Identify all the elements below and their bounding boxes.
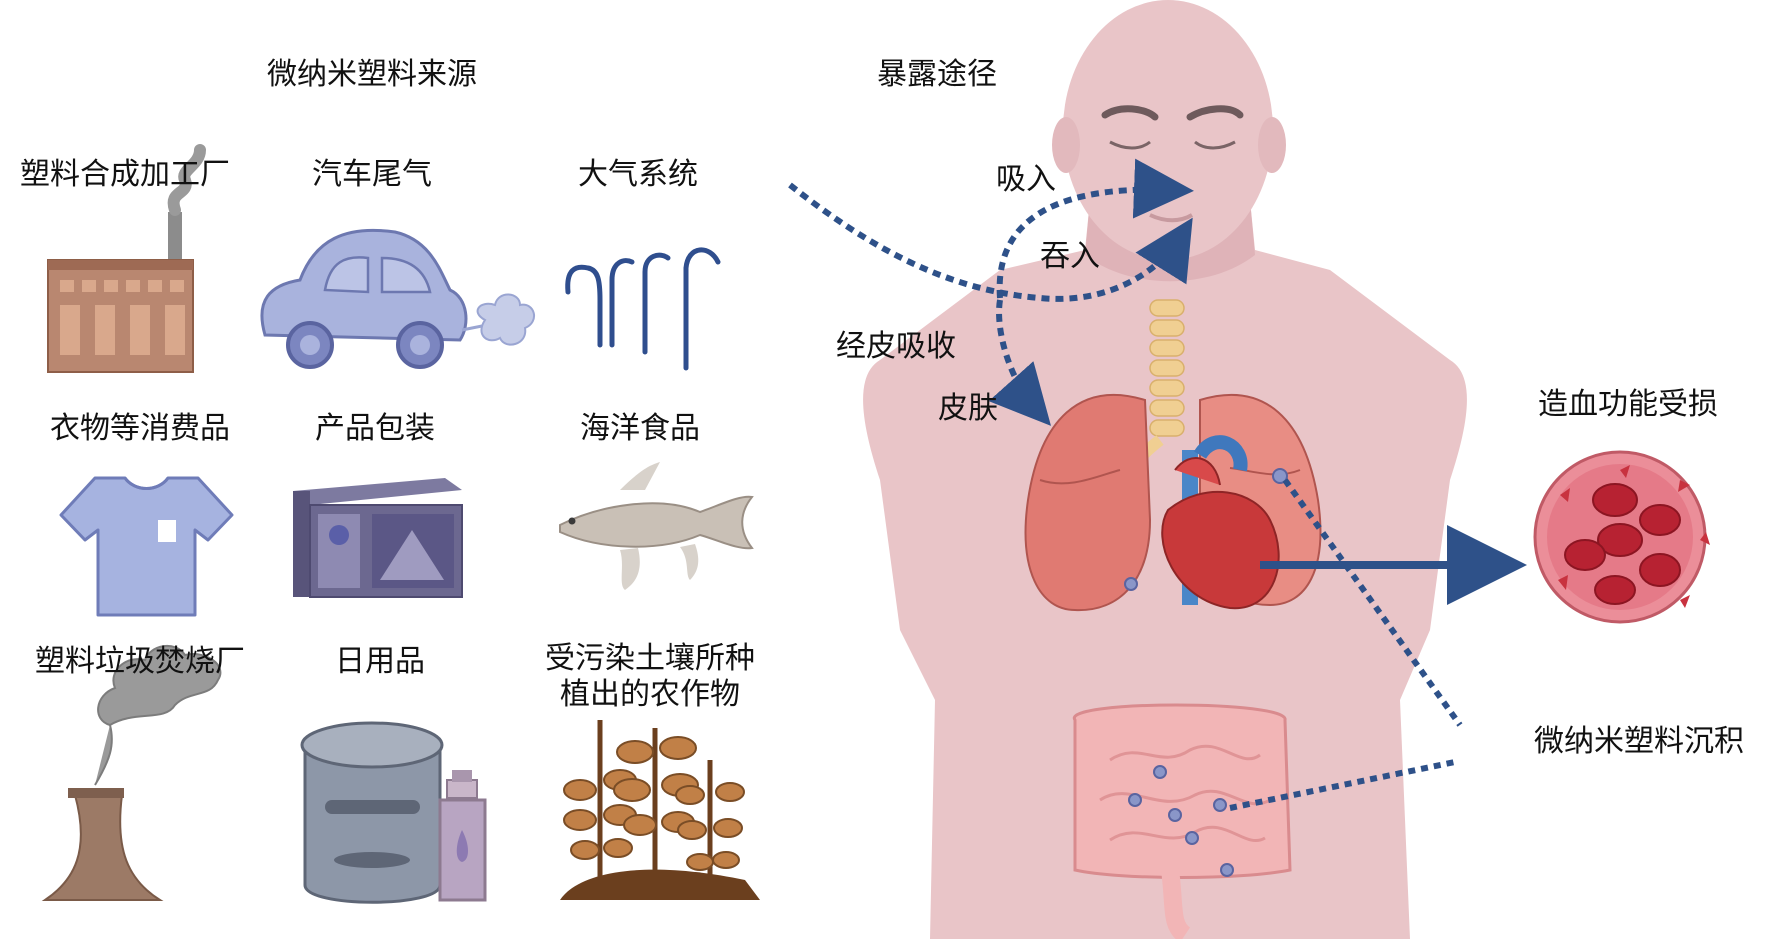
atmosphere-fibers-icon xyxy=(565,247,721,371)
blood-cells-icon xyxy=(1533,450,1710,624)
label-skin: 皮肤 xyxy=(938,391,998,426)
lung-deposit-line xyxy=(1282,478,1463,727)
heart xyxy=(1161,435,1280,610)
source-label-crops-line2: 植出的农作物 xyxy=(560,677,740,712)
car-exhaust-icon xyxy=(260,228,535,369)
package-box-icon xyxy=(293,478,463,598)
source-label-incinerator: 塑料垃圾焚烧厂 xyxy=(35,644,245,679)
fish-icon xyxy=(559,462,754,590)
label-inhale: 吸入 xyxy=(996,162,1056,197)
source-label-clothes: 衣物等消费品 xyxy=(50,411,230,446)
label-swallow: 吞入 xyxy=(1040,239,1100,274)
crops-icon xyxy=(560,720,760,900)
factory-icon xyxy=(47,144,206,373)
container-bottle-icon xyxy=(300,721,487,904)
label-dermal: 经皮吸收 xyxy=(836,329,956,364)
microplastic-particles xyxy=(1124,468,1288,877)
label-hematopoietic: 造血功能受损 xyxy=(1538,387,1718,422)
source-label-crops-line1: 受污染土壤所种 xyxy=(545,641,755,676)
dermal-arrow xyxy=(988,299,1051,426)
air-flow-arrow xyxy=(788,182,1193,302)
source-label-atmosphere: 大气系统 xyxy=(578,157,698,192)
source-label-packaging: 产品包装 xyxy=(315,411,435,446)
incinerator-icon xyxy=(41,645,222,901)
source-label-seafood: 海洋食品 xyxy=(580,411,700,446)
intestine xyxy=(1073,703,1292,939)
tshirt-icon xyxy=(59,476,234,617)
source-label-car: 汽车尾气 xyxy=(312,157,432,192)
source-label-daily-goods: 日用品 xyxy=(335,644,425,679)
label-deposit: 微纳米塑料沉积 xyxy=(1534,724,1744,759)
inhale-arrow xyxy=(996,158,1194,299)
exposure-arrows xyxy=(788,158,1463,811)
sources-title: 微纳米塑料来源 xyxy=(267,57,477,92)
source-label-factory: 塑料合成加工厂 xyxy=(20,157,230,192)
exposure-title: 暴露途径 xyxy=(877,57,997,92)
